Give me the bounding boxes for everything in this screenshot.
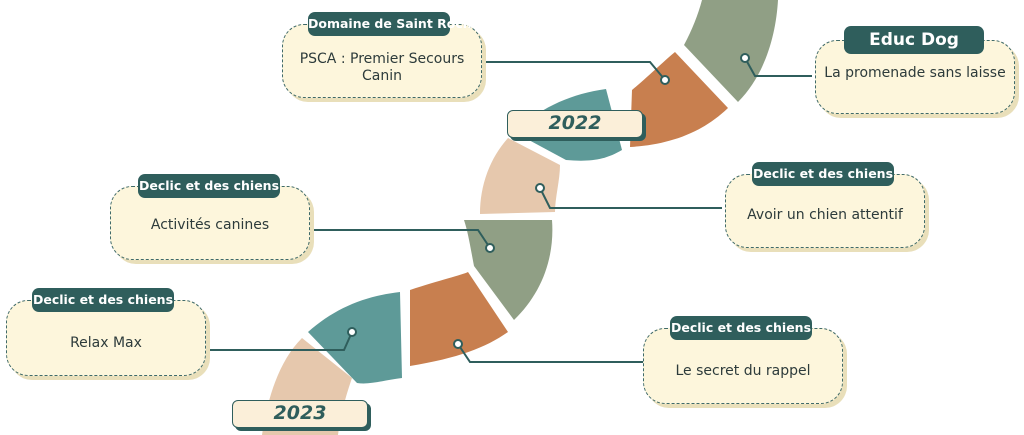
event-description: Avoir un chien attentif: [747, 207, 903, 223]
milestone-dot: [535, 183, 545, 193]
road-segment-orange-bottom: [410, 272, 508, 366]
year-label-2023: 2023: [232, 400, 368, 428]
road-segment-orange-top: [630, 52, 728, 147]
event-description: PSCA : Premier Secours Canin: [299, 51, 465, 84]
year-label-2022: 2022: [507, 110, 643, 138]
connector-relax: [200, 331, 353, 351]
connector-promenade: [744, 57, 812, 77]
event-tag-psca: Domaine de Saint Roch: [308, 12, 472, 36]
road-segment-teal-bottom: [308, 292, 402, 384]
event-card-attentif: Avoir un chien attentif: [725, 174, 925, 248]
event-description: Relax Max: [70, 335, 142, 351]
event-tag-declic: Declic et des chiens: [138, 174, 280, 198]
road-segment-tan-middle: [480, 138, 560, 214]
milestone-dot: [740, 53, 750, 63]
event-tag-declic: Declic et des chiens: [32, 288, 174, 312]
event-card-activites: Activités canines: [110, 186, 310, 260]
event-description: Le secret du rappel: [675, 363, 811, 379]
connector-rappel: [457, 343, 645, 363]
connector-activites: [310, 229, 491, 249]
event-tag-declic: Declic et des chiens: [752, 162, 894, 186]
event-tag-educ-dog: Educ Dog: [844, 26, 984, 54]
connector-attentif: [539, 187, 722, 209]
event-description: La promenade sans laisse: [824, 65, 1006, 81]
event-card-relax: Relax Max: [6, 300, 206, 376]
event-card-rappel: Le secret du rappel: [643, 328, 843, 404]
milestone-dot: [660, 75, 670, 85]
milestone-dot: [347, 327, 357, 337]
connector-psca: [470, 61, 666, 81]
milestone-dot: [485, 243, 495, 253]
event-tag-declic: Declic et des chiens: [670, 316, 812, 340]
milestone-dot: [453, 339, 463, 349]
event-description: Activités canines: [150, 217, 270, 233]
